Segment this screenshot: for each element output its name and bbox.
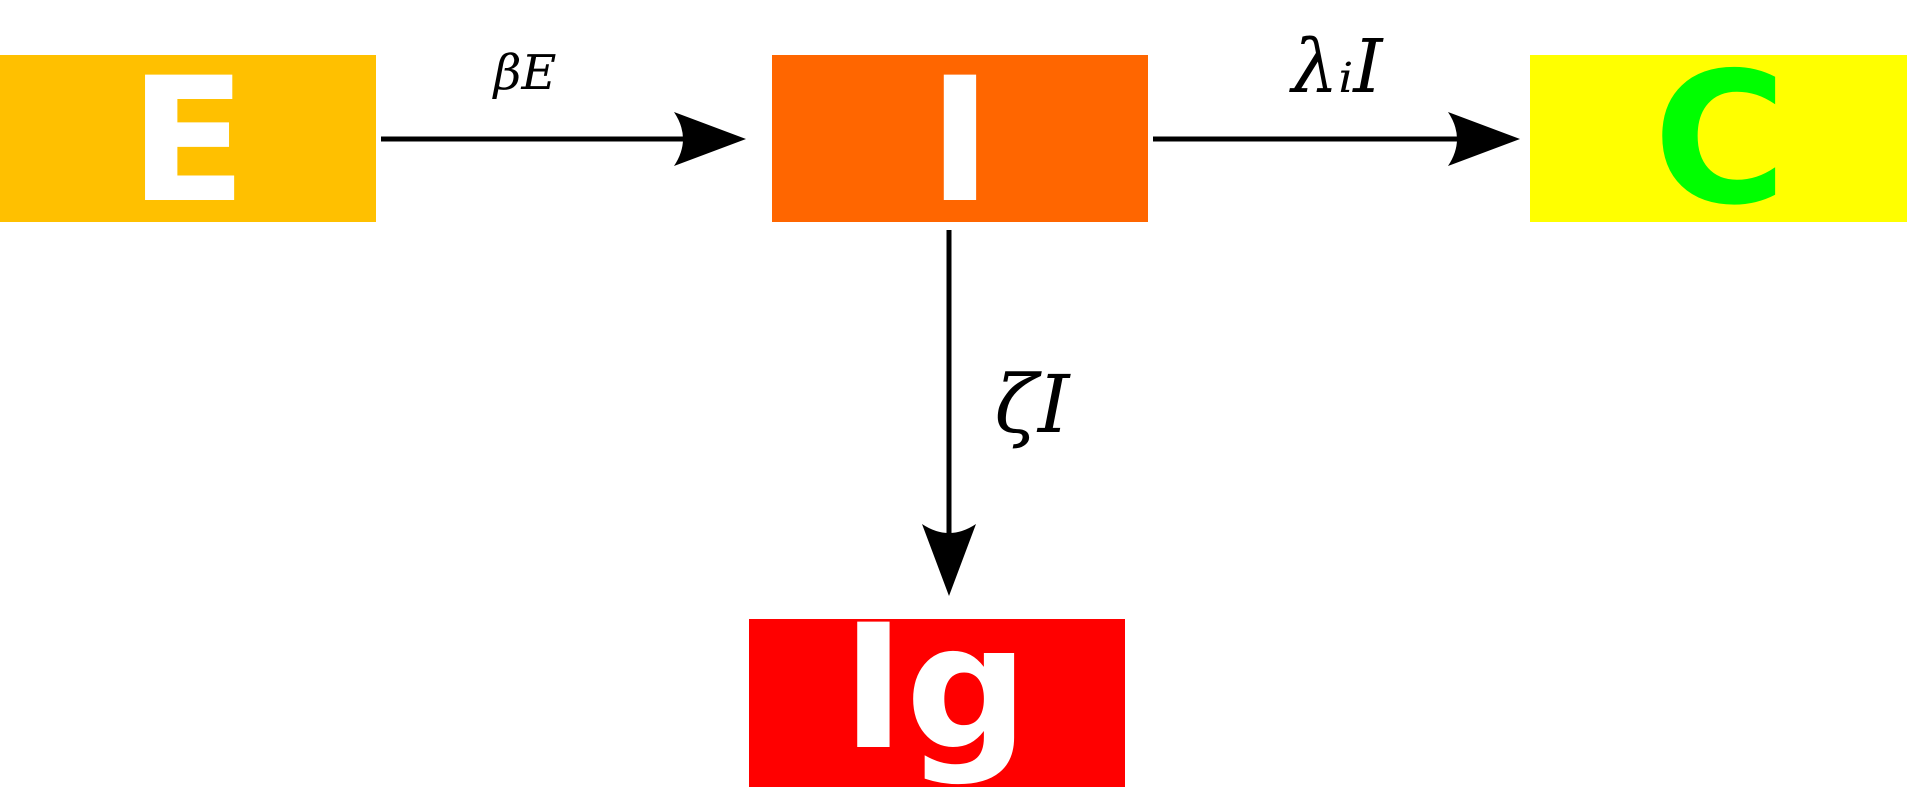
node-i: I (772, 40, 1148, 241)
node-ig-label: Ig (841, 587, 1028, 787)
node-i-box (772, 55, 1148, 222)
edge-i-to-ig-label: ζI (995, 358, 1071, 451)
node-e-box (0, 55, 376, 222)
edge-e-to-i: βE (381, 45, 746, 166)
node-e-label: E (129, 40, 247, 241)
node-ig: Ig (749, 587, 1125, 787)
node-c-label: C (1653, 33, 1787, 245)
edge-e-to-i-label: βE (492, 45, 557, 101)
edge-i-to-c: λᵢI (1153, 24, 1520, 166)
node-c-box (1530, 55, 1907, 222)
arrow-e-to-i-head (674, 112, 746, 166)
node-ig-box (749, 619, 1125, 787)
node-c: C (1530, 33, 1907, 245)
arrow-i-to-c-head (1448, 112, 1520, 166)
edge-i-to-ig: ζI (922, 230, 1071, 596)
edge-i-to-c-label: λᵢI (1288, 24, 1384, 110)
arrow-i-to-ig-head (922, 524, 976, 596)
node-e: E (0, 40, 376, 241)
node-i-label: I (928, 40, 992, 241)
